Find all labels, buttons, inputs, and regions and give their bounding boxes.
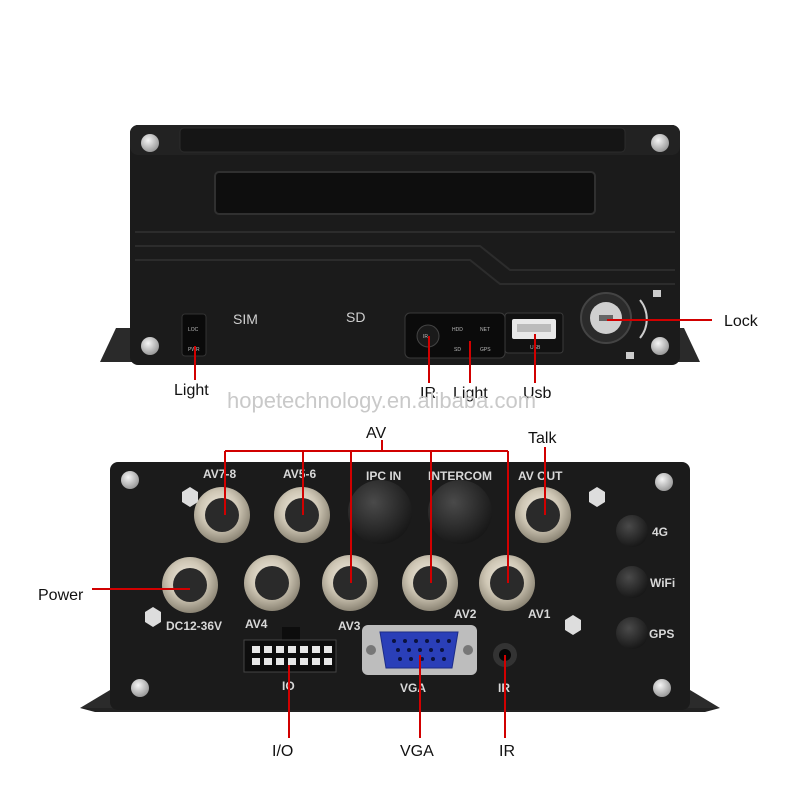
intercom-label: INTERCOM — [428, 469, 492, 483]
callout-power: Power — [38, 587, 84, 604]
antenna-hex-icon — [589, 487, 605, 507]
screw-icon — [651, 134, 669, 152]
av78-label: AV7-8 — [203, 467, 236, 481]
led-net-label: NET — [480, 327, 490, 333]
callout-lock: Lock — [724, 313, 759, 330]
antenna-hex-icon — [565, 615, 581, 635]
screw-icon — [141, 134, 159, 152]
intercom-rubber-cap — [428, 480, 492, 544]
rear-callouts — [92, 440, 546, 738]
gps-antenna-cap — [616, 617, 648, 649]
gps-label: GPS — [649, 627, 674, 641]
av56-label: AV5-6 — [283, 467, 316, 481]
screw-icon — [141, 337, 159, 355]
antenna-hex-icon — [145, 607, 161, 627]
screw-icon — [121, 471, 139, 489]
callout-light-left: Light — [174, 382, 209, 399]
av-out-label: AV OUT — [518, 469, 563, 483]
callout-io: I/O — [272, 743, 293, 760]
ipc-in-label: IPC IN — [366, 469, 401, 483]
lock-closed-icon — [653, 290, 661, 297]
led-loc-label: LOC — [188, 327, 199, 333]
front-panel: LOC PWR SIM SD IR HDD NET SD GPS USB — [100, 125, 700, 365]
callout-ir-rear: IR — [499, 743, 515, 760]
callout-av: AV — [366, 425, 386, 442]
callout-usb: Usb — [523, 385, 552, 402]
av1-label: AV1 — [528, 607, 551, 621]
sim-slot-label: SIM — [233, 311, 258, 327]
av2-label: AV2 — [454, 607, 477, 621]
led-hdd-label: HDD — [452, 327, 463, 333]
wifi-label: WiFi — [650, 576, 675, 590]
ipc-in-rubber-cap — [348, 480, 412, 544]
ir-window-label: IR — [423, 334, 428, 340]
av4-label: AV4 — [245, 617, 268, 631]
led-sd-label: SD — [454, 347, 461, 353]
callout-light-right: Light — [453, 385, 488, 402]
lock-open-icon — [626, 352, 634, 359]
sd-slot-label: SD — [346, 309, 365, 325]
antenna-hex-icon — [182, 487, 198, 507]
rear-panel: AV7-8 AV5-6 IPC IN INTERCOM AV OUT DC12-… — [80, 462, 720, 712]
watermark: hopetechnology.en.alibaba.com — [227, 388, 536, 413]
callout-ir-front: IR — [420, 385, 436, 402]
front-callouts: Light IR Light Usb Lock — [174, 313, 759, 402]
vga-label: VGA — [400, 681, 426, 695]
callout-vga: VGA — [400, 743, 434, 760]
screw-icon — [655, 473, 673, 491]
callout-talk: Talk — [528, 430, 557, 447]
led-gps-label: GPS — [480, 347, 491, 353]
screw-icon — [651, 337, 669, 355]
wifi-antenna-cap — [616, 566, 648, 598]
4g-antenna-cap — [616, 515, 648, 547]
screw-icon — [653, 679, 671, 697]
screw-icon — [131, 679, 149, 697]
av3-label: AV3 — [338, 619, 361, 633]
dc-input-label: DC12-36V — [166, 619, 222, 633]
4g-label: 4G — [652, 525, 668, 539]
